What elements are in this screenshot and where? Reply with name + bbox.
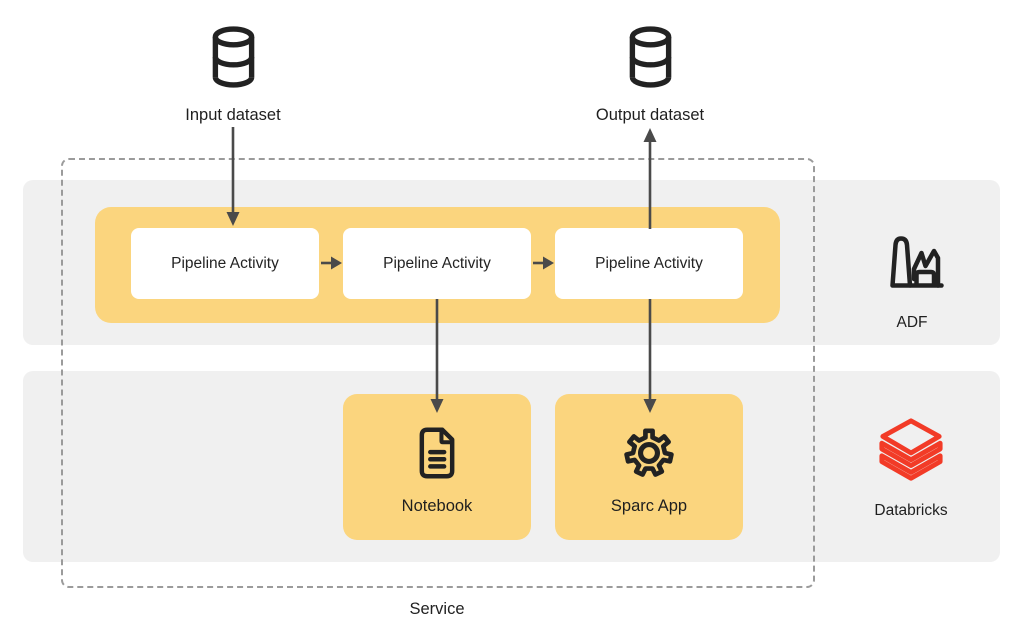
notebook-label: Notebook [401, 497, 473, 515]
database-icon [627, 26, 674, 94]
gear-icon [619, 422, 679, 484]
input-dataset-label: Input dataset [185, 106, 281, 124]
database-icon [210, 26, 257, 94]
databricks-platform: Databricks [831, 417, 991, 520]
pipeline-activity-1-label: Pipeline Activity [171, 254, 279, 272]
notebook-node: Notebook [343, 394, 531, 540]
adf-label: ADF [896, 314, 928, 331]
factory-icon [880, 231, 944, 302]
document-icon [412, 422, 462, 484]
databricks-logo-icon [874, 417, 948, 490]
output-dataset-node: Output dataset [565, 26, 735, 125]
input-dataset-node: Input dataset [148, 26, 318, 125]
service-boundary [61, 158, 815, 588]
service-caption: Service [409, 600, 465, 618]
pipeline-activity-1: Pipeline Activity [131, 228, 319, 299]
sparc-app-node: Sparc App [555, 394, 743, 540]
pipeline-activity-2: Pipeline Activity [343, 228, 531, 299]
pipeline-activity-3-label: Pipeline Activity [595, 254, 703, 272]
pipeline-activity-3: Pipeline Activity [555, 228, 743, 299]
output-dataset-label: Output dataset [595, 106, 705, 124]
sparc-app-label: Sparc App [610, 497, 688, 515]
adf-platform: ADF [832, 231, 992, 332]
databricks-label: Databricks [874, 502, 948, 519]
pipeline-activity-2-label: Pipeline Activity [383, 254, 491, 272]
